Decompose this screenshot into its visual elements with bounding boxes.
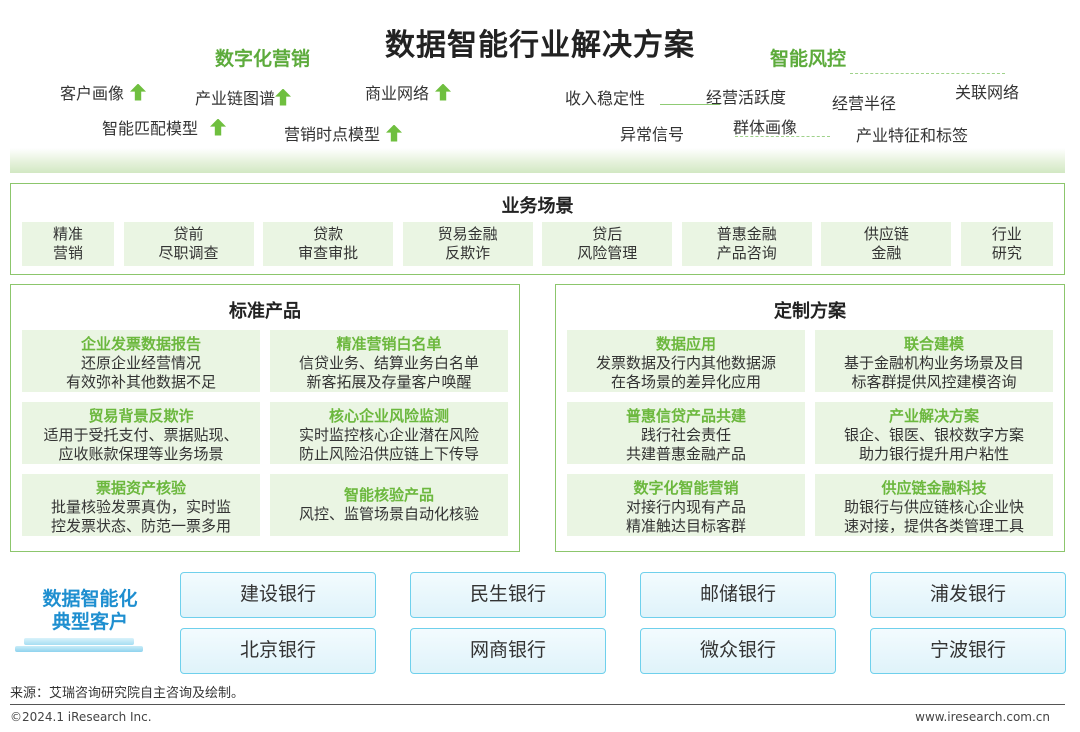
product-card: 核心企业风险监测 实时监控核心企业潜在风险 防止风险沿供应链上下传导 [270, 402, 508, 464]
keyword-marketing-timing-model: 营销时点模型 [284, 121, 403, 145]
solution-card: 产业解决方案 银企、银医、银校数字方案 助力银行提升用户粘性 [815, 402, 1053, 464]
keyword-business-network: 商业网络 [365, 80, 452, 104]
up-arrow-icon [210, 118, 227, 136]
podium-decoration [15, 646, 143, 652]
product-card: 票据资产核验 批量核验发票真伪，实时监 控发票状态、防范一票多用 [22, 474, 260, 536]
keyword-income-stability: 收入稳定性 [565, 89, 646, 108]
customer-bank: 网商银行 [410, 628, 606, 674]
typical-customers-label: 数据智能化 典型客户 [42, 588, 138, 633]
custom-solutions-panel: 定制方案 数据应用 发票数据及行内其他数据源 在各场景的差异化应用 联合建模 基… [555, 284, 1065, 552]
footer-divider [10, 704, 1065, 705]
scenario-item: 普惠金融产品咨询 [681, 222, 812, 266]
up-arrow-icon [435, 83, 452, 101]
up-arrow-icon [386, 124, 403, 142]
scenario-item: 贷款审查审批 [263, 222, 394, 266]
solution-card: 数字化智能营销 对接行内现有产品 精准触达目标客群 [567, 474, 805, 536]
customer-bank: 微众银行 [640, 628, 836, 674]
divider [735, 136, 830, 137]
keyword-industry-chain-map: 产业链图谱 [195, 85, 292, 109]
keyword-customer-profile: 客户画像 [60, 80, 147, 104]
podium-decoration [24, 638, 134, 645]
custom-solutions-title: 定制方案 [774, 301, 846, 322]
scenario-item: 精准营销 [22, 222, 114, 266]
platform-band [10, 148, 1065, 173]
keyword-industry-features-tags: 产业特征和标签 [856, 126, 969, 145]
business-scenarios-panel: 业务场景 精准营销 贷前尽职调查 贷款审查审批 贸易金融反欺诈 贷后风险管理 普… [10, 183, 1065, 275]
page-title: 数据智能行业解决方案 [385, 28, 695, 63]
product-card: 智能核验产品 风控、监管场景自动化核验 [270, 474, 508, 536]
customer-bank: 民生银行 [410, 572, 606, 618]
website-link[interactable]: www.iresearch.com.cn [915, 710, 1050, 724]
product-card: 精准营销白名单 信贷业务、结算业务白名单 新客拓展及存量客户唤醒 [270, 330, 508, 392]
keyword-abnormal-signal: 异常信号 [620, 125, 685, 144]
keyword-business-radius: 经营半径 [832, 94, 897, 113]
keyword-smart-matching-model: 智能匹配模型 [102, 115, 227, 139]
scenario-item: 供应链金融 [821, 222, 952, 266]
scenario-list: 精准营销 贷前尽职调查 贷款审查审批 贸易金融反欺诈 贷后风险管理 普惠金融产品… [22, 222, 1053, 266]
smart-risk-title: 智能风控 [770, 48, 847, 70]
customer-bank: 邮储银行 [640, 572, 836, 618]
source-note: 来源：艾瑞咨询研究院自主咨询及绘制。 [10, 686, 245, 701]
scenario-item: 贷后风险管理 [542, 222, 673, 266]
customer-bank: 建设银行 [180, 572, 376, 618]
standard-products-panel: 标准产品 企业发票数据报告 还原企业经营情况 有效弥补其他数据不足 精准营销白名… [10, 284, 520, 552]
keyword-related-network: 关联网络 [955, 83, 1020, 102]
customer-bank: 北京银行 [180, 628, 376, 674]
divider [660, 104, 720, 105]
business-scenarios-title: 业务场景 [501, 196, 574, 217]
scenario-item: 贸易金融反欺诈 [402, 222, 533, 266]
standard-products-title: 标准产品 [229, 301, 301, 322]
divider [850, 73, 1005, 74]
customer-bank: 浦发银行 [870, 572, 1066, 618]
product-card: 贸易背景反欺诈 适用于受托支付、票据贴现、 应收账款保理等业务场景 [22, 402, 260, 464]
solution-card: 供应链金融科技 助银行与供应链核心企业快 速对接，提供各类管理工具 [815, 474, 1053, 536]
solution-card: 普惠信贷产品共建 践行社会责任 共建普惠金融产品 [567, 402, 805, 464]
product-card: 企业发票数据报告 还原企业经营情况 有效弥补其他数据不足 [22, 330, 260, 392]
copyright: ©2024.1 iResearch Inc. [10, 710, 152, 724]
customer-bank: 宁波银行 [870, 628, 1066, 674]
scenario-item: 贷前尽职调查 [123, 222, 254, 266]
up-arrow-icon [275, 88, 292, 106]
keyword-group-profile: 群体画像 [733, 118, 798, 137]
scenario-item: 行业研究 [960, 222, 1053, 266]
digital-marketing-title: 数字化营销 [215, 48, 311, 70]
up-arrow-icon [130, 83, 147, 101]
solution-card: 数据应用 发票数据及行内其他数据源 在各场景的差异化应用 [567, 330, 805, 392]
keyword-business-activity: 经营活跃度 [706, 88, 787, 107]
solution-card: 联合建模 基于金融机构业务场景及目 标客群提供风控建模咨询 [815, 330, 1053, 392]
